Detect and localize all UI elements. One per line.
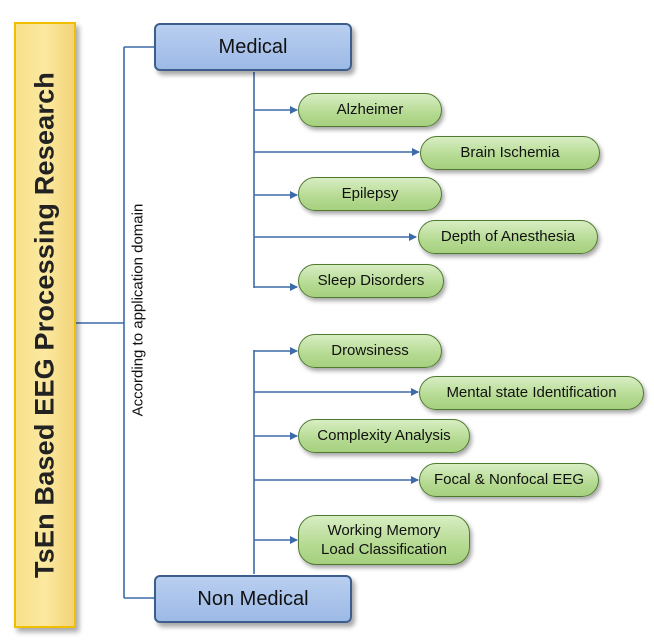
leaf-focal-nonfocal-eeg: Focal & Nonfocal EEG <box>419 463 599 497</box>
category-non-medical: Non Medical <box>154 575 352 623</box>
root-title: TsEn Based EEG Processing Research <box>29 71 60 579</box>
category-medical: Medical <box>154 23 352 71</box>
leaf-brain-ischemia: Brain Ischemia <box>420 136 600 170</box>
leaf-mental-state-identification: Mental state Identification <box>419 376 644 410</box>
leaf-depth-of-anesthesia: Depth of Anesthesia <box>418 220 598 254</box>
leaf-epilepsy: Epilepsy <box>298 177 442 211</box>
branch-label: According to application domain <box>129 203 147 417</box>
leaf-drowsiness: Drowsiness <box>298 334 442 368</box>
leaf-sleep-disorders: Sleep Disorders <box>298 264 444 298</box>
leaf-alzheimer: Alzheimer <box>298 93 442 127</box>
root-node: TsEn Based EEG Processing Research <box>14 22 76 628</box>
leaf-complexity-analysis: Complexity Analysis <box>298 419 470 453</box>
leaf-working-memory-load-classification: Working Memory Load Classification <box>298 515 470 565</box>
